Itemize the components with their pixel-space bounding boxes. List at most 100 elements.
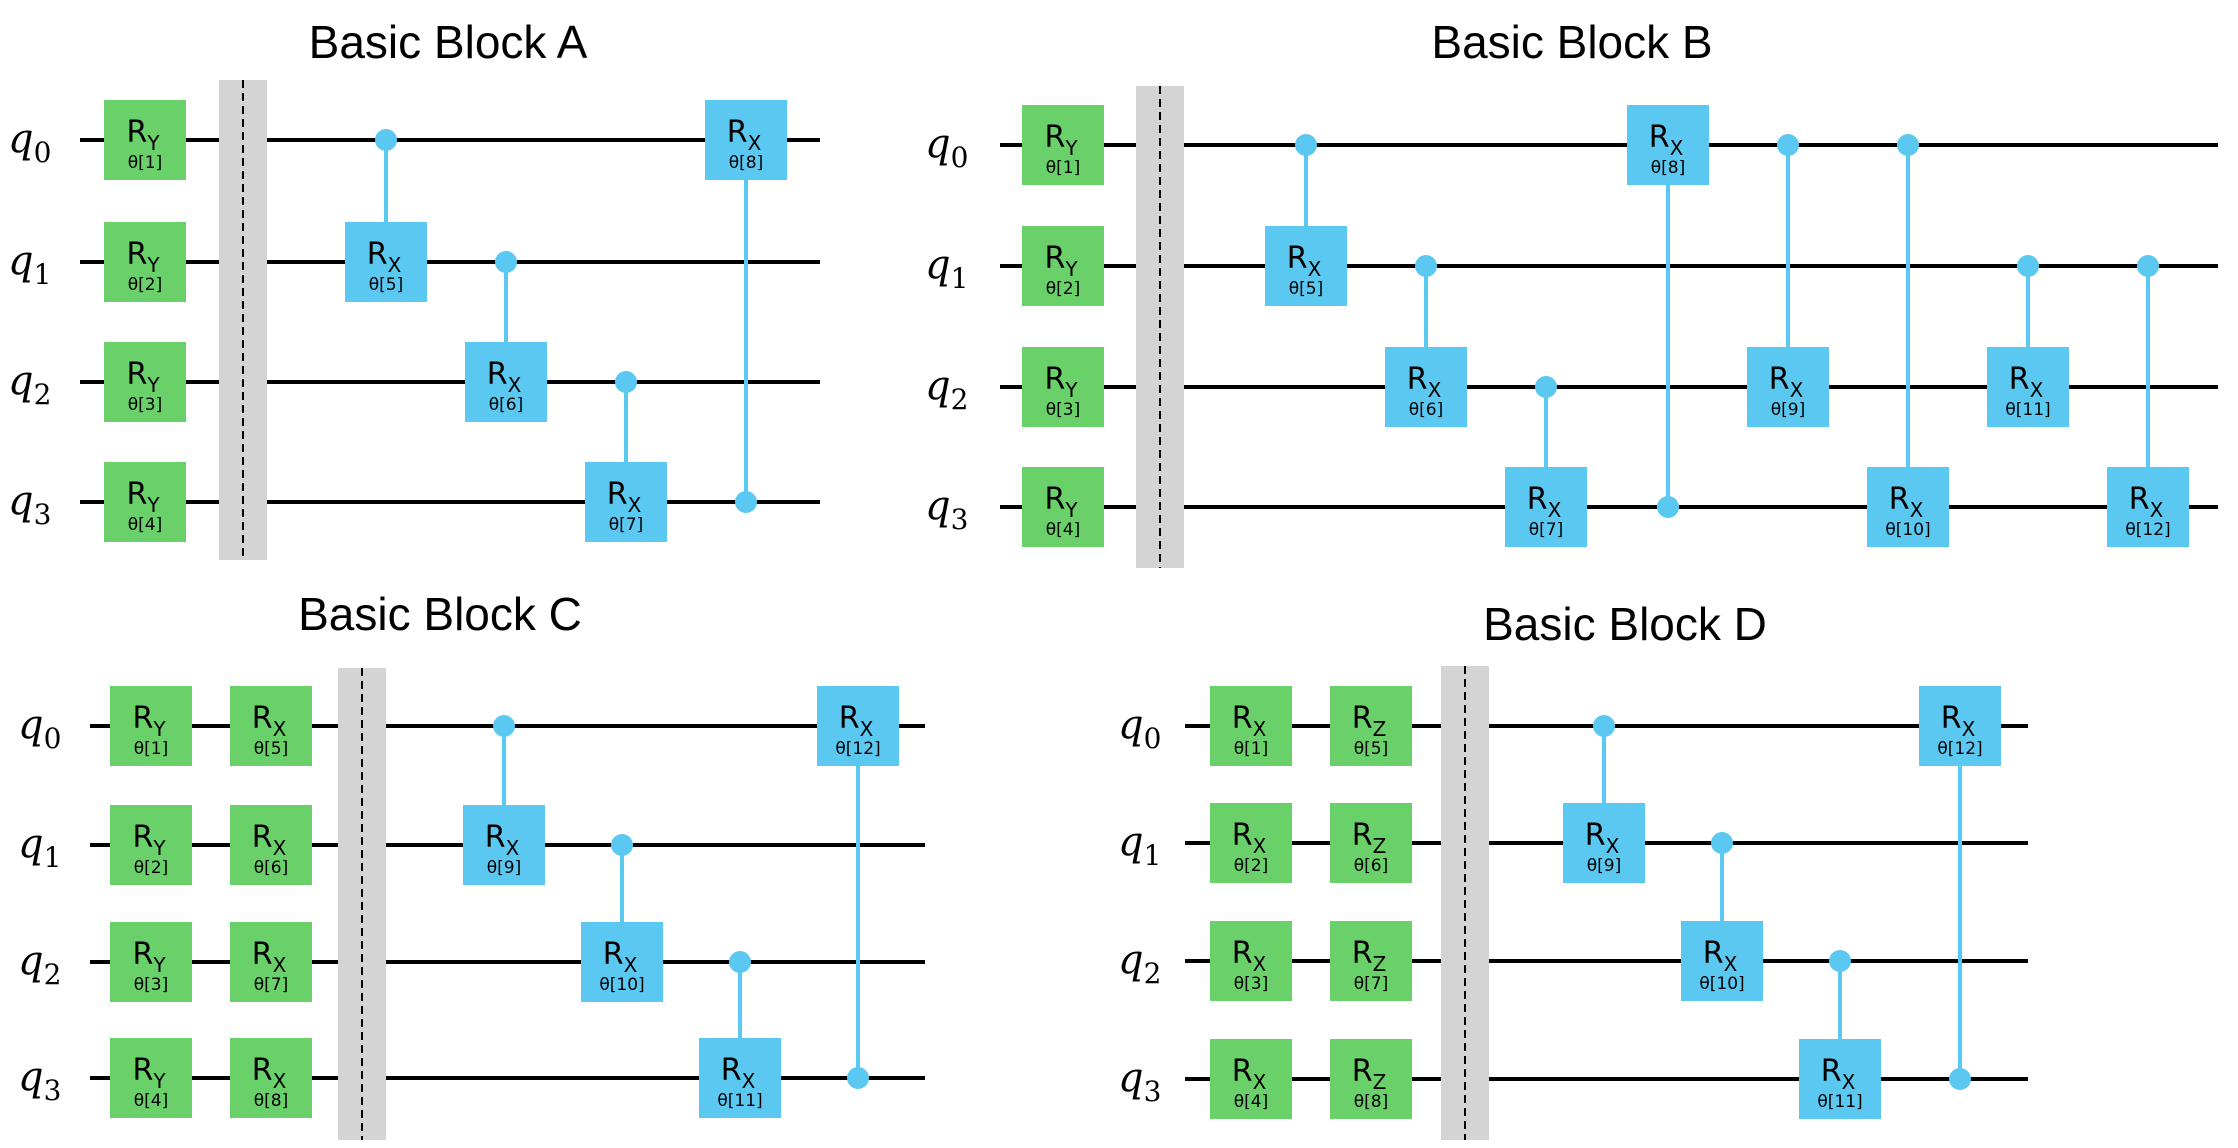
gate-name: R: [1352, 936, 1373, 971]
controlled-rotation-gate: RXθ[11]: [699, 951, 781, 1118]
gate-name: R: [132, 820, 153, 855]
rotation-gate: RYθ[4]: [104, 462, 186, 542]
target-gate: RXθ[9]: [1747, 347, 1829, 427]
gate-name: R: [727, 115, 748, 150]
gate-label: RZ: [1352, 936, 1387, 976]
target-gate-box: [1919, 686, 2001, 766]
gate-label: RX: [1407, 362, 1442, 402]
gate-name: R: [1044, 120, 1065, 155]
gate-name: R: [839, 701, 860, 736]
gate-parameter: θ[1]: [1046, 158, 1080, 178]
gate-label: RX: [839, 701, 874, 741]
qubit-index: 0: [951, 141, 969, 174]
circuit-block-b: Basic Block Bq0q1q2q3RYθ[1]RYθ[2]RYθ[3]R…: [925, 16, 2218, 568]
controlled-rotation-gate: RXθ[8]: [705, 100, 787, 513]
gate-label: RY: [126, 237, 160, 277]
control-dot: [1535, 376, 1557, 398]
qubit-index: 3: [951, 503, 969, 536]
rotation-gate: RYθ[1]: [1022, 105, 1104, 185]
gate-name: R: [1232, 936, 1253, 971]
gate-name: R: [2129, 482, 2150, 517]
gate-parameter: θ[1]: [1234, 739, 1268, 759]
rotation-gate-box: [1330, 1039, 1412, 1119]
gate-parameter: θ[11]: [717, 1091, 762, 1111]
target-gate-box: [465, 342, 547, 422]
rotation-gate: RYθ[4]: [110, 1038, 192, 1118]
gate-subscript: Y: [1064, 257, 1078, 281]
gate-label: RX: [607, 477, 642, 517]
target-gate-box: [1987, 347, 2069, 427]
gate-parameter: θ[12]: [1937, 739, 1982, 759]
qubit-index: 3: [34, 498, 52, 531]
control-dot: [495, 251, 517, 273]
gate-label: RX: [1941, 701, 1976, 741]
gate-subscript: Y: [1064, 136, 1078, 160]
controlled-rotation-gate: RXθ[11]: [1987, 255, 2069, 427]
gate-parameter: θ[4]: [1234, 1092, 1268, 1112]
gate-parameter: θ[3]: [134, 975, 168, 995]
controlled-rotation-gate: RXθ[8]: [1627, 105, 1709, 518]
gate-parameter: θ[9]: [1587, 856, 1621, 876]
target-gate-box: [1563, 803, 1645, 883]
qubit-index: 1: [44, 841, 62, 874]
gate-subscript: Y: [146, 131, 160, 155]
gate-name: R: [1821, 1054, 1842, 1089]
control-dot: [611, 834, 633, 856]
control-dot: [1593, 715, 1615, 737]
control-dot: [1711, 832, 1733, 854]
target-gate-box: [581, 922, 663, 1002]
circuit-block-d: Basic Block Dq0q1q2q3RXθ[1]RXθ[2]RXθ[3]R…: [1118, 598, 2028, 1140]
target-gate: RXθ[7]: [585, 462, 667, 542]
qubit-label: q2: [1118, 937, 1161, 990]
barrier: [219, 80, 267, 560]
rotation-gate-box: [104, 100, 186, 180]
gate-subscript: X: [1428, 378, 1442, 402]
gate-label: RX: [1232, 701, 1267, 741]
gate-name: R: [252, 937, 273, 972]
control-dot: [1949, 1068, 1971, 1090]
gate-name: R: [1352, 701, 1373, 736]
gate-parameter: θ[10]: [1885, 520, 1930, 540]
rotation-gate: RZθ[7]: [1330, 921, 1412, 1001]
gate-name: R: [1585, 818, 1606, 853]
rotation-gate-box: [110, 922, 192, 1002]
gate-name: R: [1352, 1054, 1373, 1089]
qubit-letter: q: [1118, 1055, 1144, 1101]
rotation-gate-box: [104, 342, 186, 422]
qubit-letter: q: [18, 1054, 44, 1100]
controlled-rotation-gate: RXθ[7]: [585, 371, 667, 542]
gate-label: RX: [252, 937, 287, 977]
rotation-gate: RYθ[1]: [104, 100, 186, 180]
gate-parameter: θ[4]: [134, 1091, 168, 1111]
gate-label: RX: [487, 357, 522, 397]
control-dot: [2017, 255, 2039, 277]
gate-parameter: θ[2]: [1234, 856, 1268, 876]
control-dot: [847, 1067, 869, 1089]
controlled-rotation-gate: RXθ[5]: [1265, 134, 1347, 306]
gate-label: RX: [1703, 936, 1738, 976]
gate-name: R: [1044, 241, 1065, 276]
gate-label: RX: [1585, 818, 1620, 858]
gate-subscript: X: [742, 1069, 756, 1093]
gate-parameter: θ[4]: [1046, 520, 1080, 540]
target-gate: RXθ[5]: [1265, 226, 1347, 306]
gate-parameter: θ[3]: [1234, 974, 1268, 994]
gate-subscript: X: [1606, 834, 1620, 858]
gate-subscript: X: [388, 253, 402, 277]
gate-label: RX: [252, 701, 287, 741]
gate-name: R: [1287, 241, 1308, 276]
rotation-gate-box: [1022, 347, 1104, 427]
gate-subscript: X: [508, 373, 522, 397]
qubit-letter: q: [18, 821, 44, 867]
gate-parameter: θ[7]: [1354, 974, 1388, 994]
controlled-rotation-gate: RXθ[6]: [465, 251, 547, 422]
qubit-index: 1: [34, 258, 52, 291]
controlled-rotation-gate: RXθ[5]: [345, 129, 427, 302]
rotation-gate-box: [104, 462, 186, 542]
qubit-label: q0: [925, 121, 968, 174]
rotation-gate-box: [1330, 921, 1412, 1001]
controlled-rotation-gate: RXθ[9]: [1747, 134, 1829, 427]
gate-name: R: [487, 357, 508, 392]
gate-subscript: X: [1253, 834, 1267, 858]
gate-name: R: [126, 357, 147, 392]
